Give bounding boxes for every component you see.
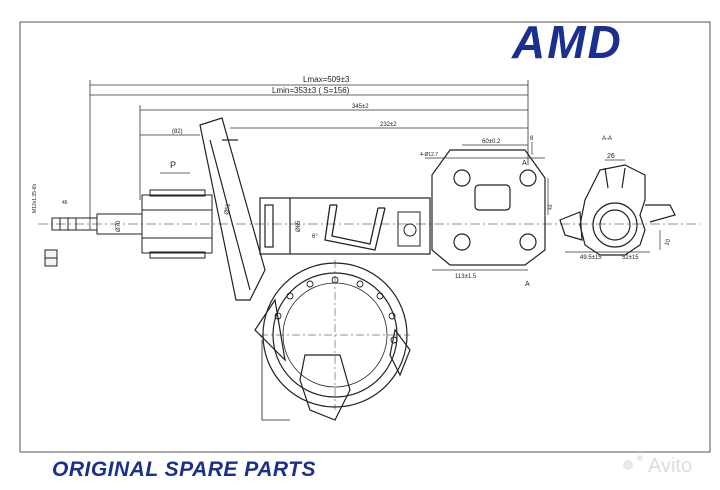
top-mount-view	[254, 260, 411, 421]
dim-43: 43	[548, 204, 554, 210]
drawing-frame	[19, 21, 711, 453]
dim-8: 8	[530, 136, 534, 142]
knuckle-bracket	[431, 149, 546, 266]
footer-watermark-text: Avito	[648, 455, 692, 477]
dim-60: 60±0.2	[482, 139, 501, 145]
hose-bracket	[324, 204, 386, 251]
top-mount-holes	[274, 276, 398, 344]
footer-watermark: Avito	[623, 455, 692, 477]
dim-52: 52±15	[622, 255, 639, 261]
bracket-dimensions	[425, 142, 549, 271]
dim-70: Ø70	[116, 220, 122, 232]
dim-10: 10	[664, 238, 672, 247]
spring-seat	[199, 117, 266, 301]
section-view	[559, 164, 676, 256]
section-label: A-A	[602, 136, 612, 142]
dim-113: 113±1.5	[455, 274, 477, 280]
angle-6: 6°	[312, 234, 318, 240]
dust-boot	[141, 189, 213, 259]
brand-logo: AMD	[511, 16, 623, 68]
overall-dimensions	[89, 80, 529, 230]
avito-dot-icon-2	[637, 455, 643, 461]
dim-65: Ø65	[296, 220, 302, 232]
thread-label: M12x1.25-6h	[32, 184, 38, 213]
dim-51: Ø51	[224, 202, 232, 215]
label-a-top: A	[522, 160, 527, 167]
shock-body	[259, 197, 431, 255]
hole-spec: 4-Ø12.7	[420, 152, 438, 158]
footer-slogan: ORIGINAL SPARE PARTS	[52, 458, 316, 481]
section-dimensions	[565, 159, 661, 253]
footer-slogan-text: ORIGINAL SPARE PARTS	[52, 458, 316, 481]
dim-46: 46	[62, 200, 68, 206]
brand-logo-text: AMD	[511, 16, 623, 68]
nut	[44, 249, 58, 267]
lmin-label: Lmin=353±3 ( S=156)	[272, 86, 350, 95]
avito-dot-icon	[623, 460, 633, 470]
dim-49: 49.5±15	[580, 255, 602, 261]
label-p: P	[170, 160, 176, 170]
dim-232: 232±2	[380, 122, 397, 128]
dim-82: (82)	[172, 129, 183, 135]
dim-26: 26	[607, 153, 615, 160]
abs-bracket	[397, 211, 421, 247]
lmax-label: Lmax=509±3	[303, 75, 350, 84]
dim-345: 345±2	[352, 104, 369, 110]
label-a-bottom: A	[525, 281, 530, 288]
